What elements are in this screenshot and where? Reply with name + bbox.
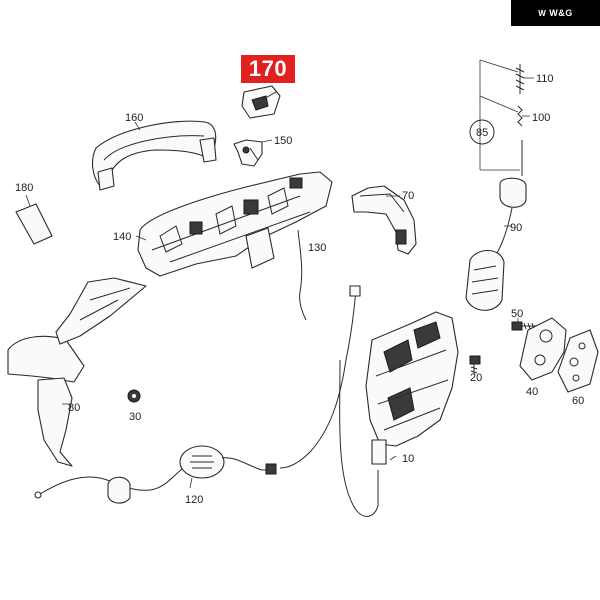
part-70-lock-cylinder[interactable]: [351, 185, 417, 255]
part-80-inner-handle-shell[interactable]: [7, 277, 147, 467]
label-80: 80: [68, 402, 80, 414]
part-160-outer-handle[interactable]: [91, 120, 217, 191]
label-130: 130: [308, 242, 326, 254]
part-85-bracket: [479, 59, 520, 171]
part-120-release-cable[interactable]: [34, 445, 277, 504]
part-170-handle-cap[interactable]: [241, 85, 281, 119]
label-100: 100: [532, 112, 550, 124]
label-10: 10: [402, 453, 414, 465]
label-85: 85: [476, 127, 488, 139]
part-60-gasket[interactable]: [557, 329, 599, 393]
label-20: 20: [470, 372, 482, 384]
part-85-callout-circle: [469, 119, 495, 145]
label-180: 180: [15, 182, 33, 194]
part-10-door-lock[interactable]: [365, 311, 459, 465]
part-20-screw[interactable]: [469, 355, 481, 374]
label-30: 30: [129, 411, 141, 423]
part-40-latch-bracket[interactable]: [519, 317, 567, 381]
label-40: 40: [526, 386, 538, 398]
brand-text: W&G: [549, 8, 573, 18]
label-70: 70: [402, 190, 414, 202]
part-110-pin[interactable]: [515, 64, 525, 94]
label-140: 140: [113, 231, 131, 243]
part-30-grommet[interactable]: [127, 389, 141, 403]
highlighted-part-label-170[interactable]: 170: [241, 55, 295, 83]
label-150: 150: [274, 135, 292, 147]
lock-cables: [279, 285, 379, 517]
label-120: 120: [185, 494, 203, 506]
part-150-clip[interactable]: [233, 139, 263, 167]
part-50-screw[interactable]: [511, 321, 536, 331]
brand-mark-icon: W: [538, 8, 547, 18]
label-50: 50: [511, 308, 523, 320]
part-180-pad[interactable]: [15, 203, 53, 245]
part-130-rod[interactable]: [297, 229, 307, 321]
label-60: 60: [572, 395, 584, 407]
part-100-spring[interactable]: [517, 105, 523, 127]
part-90-cable-housing[interactable]: [465, 140, 527, 311]
label-160: 160: [125, 112, 143, 124]
part-140-handle-carrier[interactable]: [137, 171, 333, 277]
label-110: 110: [536, 73, 554, 85]
brand-logo: W W&G: [511, 0, 600, 26]
label-90: 90: [510, 222, 522, 234]
